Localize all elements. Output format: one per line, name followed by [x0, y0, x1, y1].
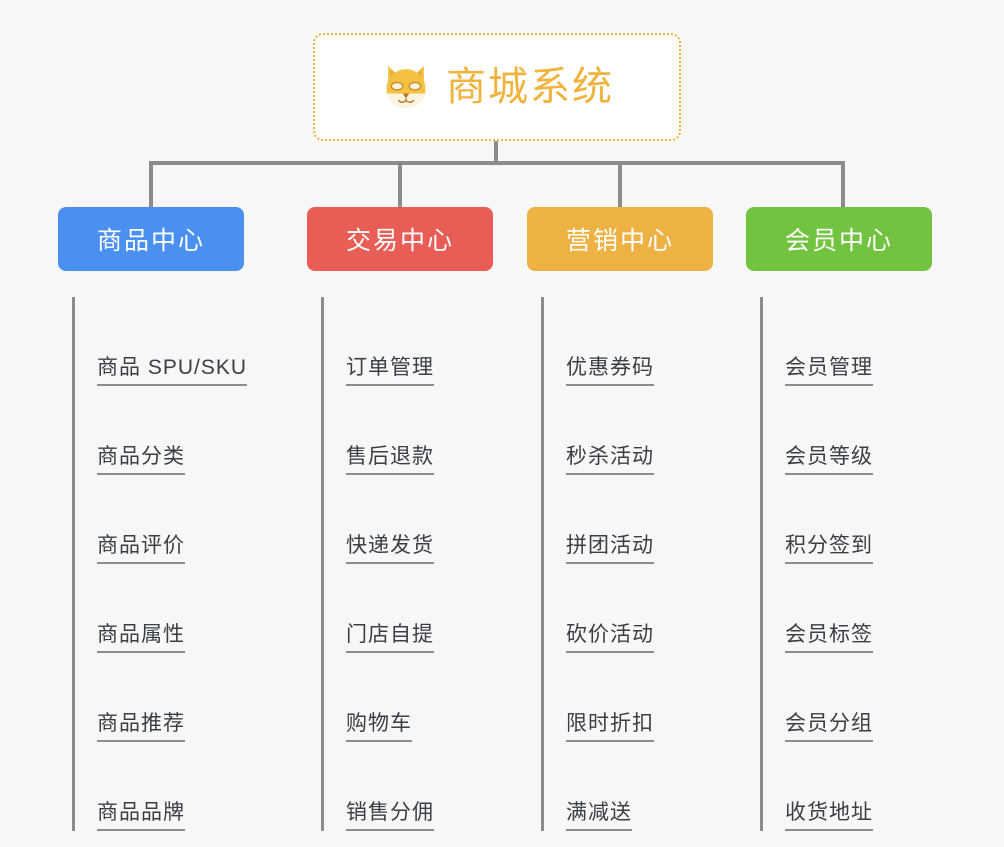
leaf-item[interactable]: 商品分类 — [75, 386, 244, 475]
category-label-1: 商品中心 — [96, 227, 205, 255]
leaf-item[interactable]: 积分签到 — [763, 475, 932, 564]
leaf-item[interactable]: 售后退款 — [324, 386, 493, 475]
leaf-label: 快递发货 — [346, 534, 434, 564]
leaf-item[interactable]: 砍价活动 — [544, 564, 713, 653]
leaf-item[interactable]: 秒杀活动 — [544, 386, 713, 475]
leaf-label: 门店自提 — [346, 623, 434, 653]
leaf-label: 秒杀活动 — [566, 445, 654, 475]
leaf-label: 会员等级 — [785, 445, 873, 475]
leaf-item[interactable]: 收货地址 — [763, 742, 932, 831]
leaf-item[interactable]: 门店自提 — [324, 564, 493, 653]
leaf-label: 会员分组 — [785, 712, 873, 742]
connector-branch-4 — [841, 161, 845, 209]
leaf-list-3: 优惠券码 秒杀活动 拼团活动 砍价活动 限时折扣 满减送 — [541, 297, 713, 831]
connector-branch-2 — [398, 161, 402, 209]
leaf-label: 优惠券码 — [566, 356, 654, 386]
leaf-item[interactable]: 会员等级 — [763, 386, 932, 475]
leaf-label: 商品属性 — [97, 623, 185, 653]
leaf-item[interactable]: 快递发货 — [324, 475, 493, 564]
category-label-3: 营销中心 — [565, 227, 674, 255]
leaf-item[interactable]: 优惠券码 — [544, 297, 713, 386]
leaf-label: 购物车 — [346, 712, 412, 742]
leaf-item[interactable]: 订单管理 — [324, 297, 493, 386]
leaf-item[interactable]: 商品评价 — [75, 475, 244, 564]
category-column-4: 会员中心 会员管理 会员等级 积分签到 会员标签 会员分组 收货地址 — [746, 207, 932, 847]
leaf-label: 商品推荐 — [97, 712, 185, 742]
leaf-label: 满减送 — [566, 801, 632, 831]
connector-branch-3 — [618, 161, 622, 209]
leaf-label: 会员标签 — [785, 623, 873, 653]
leaf-item[interactable]: 商品属性 — [75, 564, 244, 653]
connector-branch-1 — [149, 161, 153, 209]
leaf-label: 收货地址 — [785, 801, 873, 831]
category-column-2: 交易中心 订单管理 售后退款 快递发货 门店自提 购物车 销售分佣 — [307, 207, 493, 847]
leaf-item[interactable]: 满减送 — [544, 742, 713, 831]
leaf-label: 商品分类 — [97, 445, 185, 475]
leaf-label: 售后退款 — [346, 445, 434, 475]
leaf-list-4: 会员管理 会员等级 积分签到 会员标签 会员分组 收货地址 — [760, 297, 932, 831]
leaf-label: 销售分佣 — [346, 801, 434, 831]
leaf-label: 限时折扣 — [566, 712, 654, 742]
connector-horizontal-bus — [149, 161, 845, 165]
leaf-item[interactable]: 会员标签 — [763, 564, 932, 653]
root-node[interactable]: 商城系统 — [313, 33, 681, 141]
connector-root-stem — [494, 141, 498, 163]
leaf-item[interactable]: 商品 SPU/SKU — [75, 297, 248, 386]
leaf-item[interactable]: 会员分组 — [763, 653, 932, 742]
leaf-item[interactable]: 会员管理 — [763, 297, 932, 386]
category-header-4[interactable]: 会员中心 — [746, 207, 932, 271]
leaf-label: 积分签到 — [785, 534, 873, 564]
root-title: 商城系统 — [446, 65, 614, 109]
leaf-list-2: 订单管理 售后退款 快递发货 门店自提 购物车 销售分佣 — [321, 297, 493, 831]
leaf-list-1: 商品 SPU/SKU 商品分类 商品评价 商品属性 商品推荐 商品品牌 — [72, 297, 248, 831]
category-header-3[interactable]: 营销中心 — [527, 207, 713, 271]
leaf-item[interactable]: 销售分佣 — [324, 742, 493, 831]
category-column-1: 商品中心 商品 SPU/SKU 商品分类 商品评价 商品属性 商品推荐 商品品牌 — [58, 207, 248, 847]
category-label-2: 交易中心 — [345, 227, 454, 255]
leaf-item[interactable]: 商品品牌 — [75, 742, 244, 831]
leaf-label: 订单管理 — [346, 356, 434, 386]
leaf-label: 商品品牌 — [97, 801, 185, 831]
leaf-label: 商品 SPU/SKU — [97, 356, 248, 386]
leaf-label: 砍价活动 — [566, 623, 654, 653]
category-column-3: 营销中心 优惠券码 秒杀活动 拼团活动 砍价活动 限时折扣 满减送 — [527, 207, 713, 847]
leaf-item[interactable]: 购物车 — [324, 653, 493, 742]
category-header-1[interactable]: 商品中心 — [58, 207, 244, 271]
leaf-item[interactable]: 限时折扣 — [544, 653, 713, 742]
leaf-label: 商品评价 — [97, 534, 185, 564]
leaf-item[interactable]: 拼团活动 — [544, 475, 713, 564]
shiba-dog-icon — [380, 61, 432, 113]
category-label-4: 会员中心 — [784, 227, 893, 255]
category-header-2[interactable]: 交易中心 — [307, 207, 493, 271]
leaf-label: 拼团活动 — [566, 534, 654, 564]
leaf-item[interactable]: 商品推荐 — [75, 653, 244, 742]
leaf-label: 会员管理 — [785, 356, 873, 386]
